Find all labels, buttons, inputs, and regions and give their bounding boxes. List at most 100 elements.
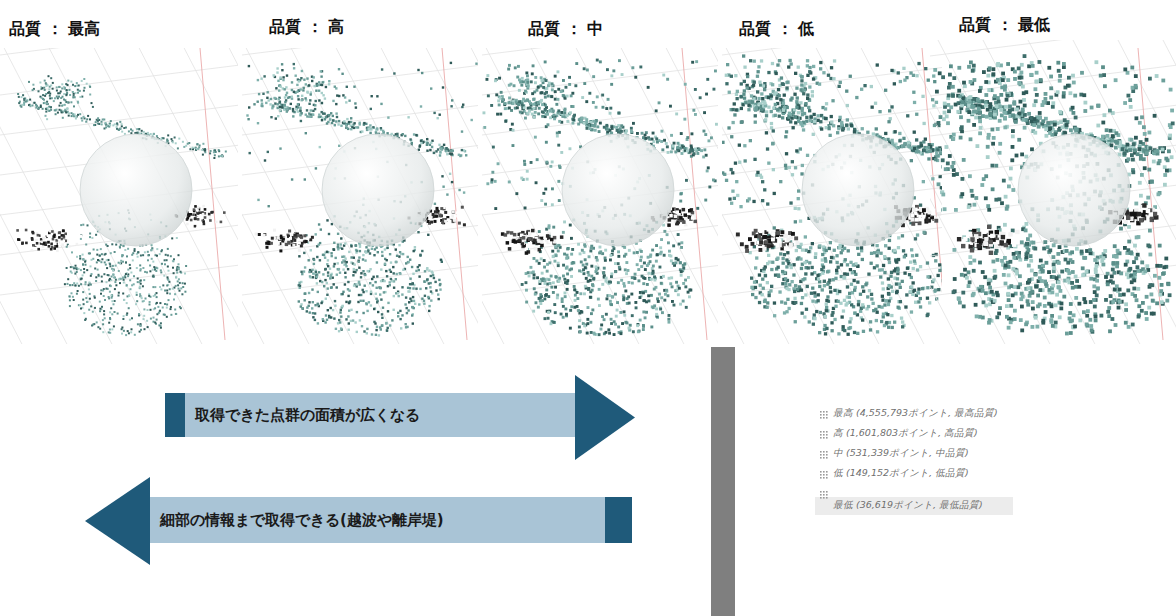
- point: [140, 283, 142, 285]
- point: [89, 94, 91, 96]
- point: [196, 143, 198, 145]
- point: [109, 291, 111, 293]
- point: [138, 313, 140, 315]
- point: [284, 108, 286, 110]
- point: [306, 115, 308, 117]
- point: [341, 261, 343, 263]
- point: [154, 307, 156, 309]
- point: [75, 267, 77, 269]
- point: [66, 89, 68, 91]
- point: [49, 230, 52, 233]
- point: [359, 123, 361, 125]
- point: [399, 251, 401, 253]
- point: [304, 178, 306, 180]
- point: [112, 269, 114, 271]
- point: [82, 259, 84, 261]
- point: [376, 261, 378, 263]
- point: [304, 266, 306, 268]
- point: [369, 282, 371, 284]
- point: [411, 266, 413, 268]
- point: [424, 281, 426, 283]
- point: [377, 251, 379, 253]
- point: [181, 293, 183, 295]
- point: [220, 155, 222, 157]
- point: [120, 260, 122, 262]
- point: [447, 150, 449, 152]
- point: [54, 97, 56, 99]
- grid-line: [0, 100, 238, 140]
- point: [358, 261, 360, 263]
- point: [333, 317, 335, 319]
- point: [92, 106, 94, 108]
- point: [139, 331, 141, 333]
- point: [72, 113, 74, 115]
- point: [372, 276, 374, 278]
- point: [365, 290, 367, 292]
- point: [95, 234, 97, 236]
- point: [159, 310, 161, 312]
- point: [124, 276, 126, 278]
- point: [26, 100, 28, 102]
- point: [399, 272, 401, 274]
- point-cloud-panel: [0, 48, 238, 344]
- point: [284, 88, 286, 90]
- point: [111, 297, 113, 299]
- point: [89, 252, 91, 254]
- point: [113, 325, 115, 327]
- point: [332, 309, 334, 311]
- point: [64, 233, 67, 236]
- point: [122, 293, 124, 295]
- point: [177, 280, 179, 282]
- point: [167, 254, 169, 256]
- point: [322, 318, 324, 320]
- point: [267, 91, 269, 93]
- point: [418, 269, 420, 271]
- point: [164, 259, 166, 261]
- point: [190, 219, 193, 222]
- point: [82, 299, 84, 301]
- point: [210, 150, 212, 152]
- point: [50, 77, 52, 79]
- point: [24, 98, 26, 100]
- point: [369, 124, 371, 126]
- point: [300, 303, 302, 305]
- point: [389, 253, 391, 255]
- point: [213, 151, 215, 153]
- point: [76, 82, 78, 84]
- point: [184, 291, 186, 293]
- point: [65, 111, 67, 113]
- point: [325, 268, 327, 270]
- point: [387, 302, 389, 304]
- point: [156, 255, 158, 257]
- point: [146, 271, 148, 273]
- point: [42, 108, 44, 110]
- point: [204, 216, 207, 219]
- point: [343, 120, 345, 122]
- point: [366, 310, 368, 312]
- point: [59, 105, 61, 107]
- point: [292, 110, 294, 112]
- point: [133, 275, 135, 277]
- point: [439, 288, 441, 290]
- point: [59, 109, 61, 111]
- point: [153, 133, 155, 135]
- point: [40, 105, 42, 107]
- point: [41, 97, 43, 99]
- point: [197, 148, 199, 150]
- point: [315, 167, 317, 169]
- point: [279, 109, 281, 111]
- point: [142, 285, 144, 287]
- point: [121, 254, 123, 256]
- point: [126, 314, 128, 316]
- point: [83, 303, 85, 305]
- point: [126, 255, 128, 257]
- point: [340, 237, 342, 239]
- point: [395, 261, 397, 263]
- point: [79, 90, 81, 92]
- point: [260, 105, 262, 107]
- point: [266, 97, 268, 99]
- point: [59, 86, 61, 88]
- point: [432, 274, 434, 276]
- point: [380, 280, 382, 282]
- point: [282, 106, 284, 108]
